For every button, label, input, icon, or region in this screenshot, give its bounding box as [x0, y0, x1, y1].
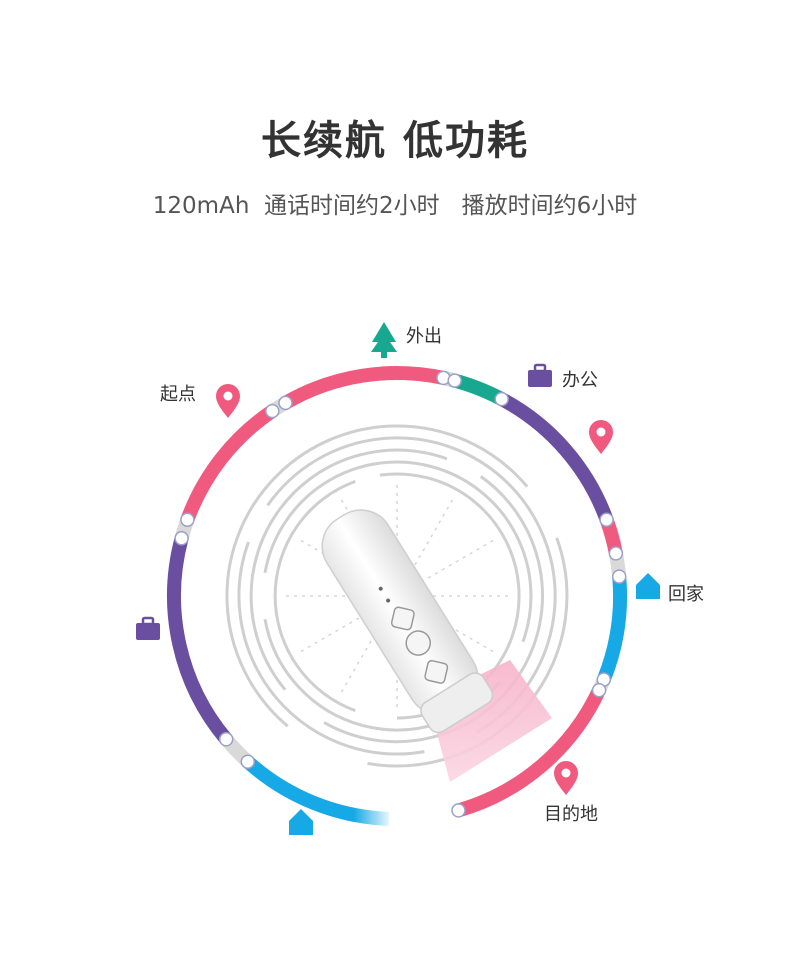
label-start: 起点	[160, 384, 196, 405]
route-segment	[498, 392, 614, 523]
route-node	[265, 403, 280, 419]
route-segment	[243, 756, 390, 826]
inner-ring-arc	[249, 448, 448, 691]
device	[321, 509, 494, 734]
route-node	[591, 682, 607, 698]
inner-ring-arc	[266, 436, 557, 735]
button-main	[405, 630, 431, 656]
route-node	[447, 373, 462, 388]
inner-ring-arc	[273, 479, 356, 713]
route-nodes	[174, 370, 627, 818]
indicator-dot	[386, 598, 391, 603]
route-segment	[167, 536, 232, 744]
inner-spoke	[413, 539, 495, 587]
route-node	[599, 512, 614, 527]
route-node	[240, 754, 256, 769]
inner-ring-arc	[225, 424, 529, 728]
location-pin-icon	[589, 420, 613, 454]
route-segment	[456, 687, 606, 818]
briefcase-icon	[528, 363, 552, 387]
label-destination: 目的地	[544, 804, 598, 825]
route-node	[278, 395, 293, 411]
headline: 长续航 低功耗	[261, 118, 529, 164]
label-home: 回家	[668, 584, 704, 605]
route-node	[174, 531, 189, 546]
route-segment	[180, 405, 277, 523]
route-node	[608, 546, 624, 561]
route-segment	[597, 575, 628, 683]
location-pin-icon	[216, 384, 240, 418]
home-icon	[636, 573, 660, 599]
button-up	[390, 606, 415, 631]
label-out: 外出	[406, 326, 442, 347]
label-office: 办公	[562, 370, 598, 391]
battery-specs: 120mAh 通话时间约2小时 播放时间约6小时	[152, 193, 638, 219]
indicator-dot	[378, 586, 383, 591]
route-node	[218, 732, 234, 747]
inner-ring-arc	[237, 541, 425, 756]
button-down	[424, 659, 449, 684]
location-pin-icon	[554, 761, 578, 795]
route-node	[611, 569, 627, 584]
route-node	[451, 803, 466, 818]
route-node	[494, 391, 509, 407]
tree-icon	[371, 322, 397, 358]
route-segment	[282, 366, 445, 409]
route-node	[180, 512, 195, 527]
briefcase-icon	[136, 616, 160, 640]
inner-ring-arc	[263, 460, 533, 643]
home-icon	[289, 809, 313, 835]
